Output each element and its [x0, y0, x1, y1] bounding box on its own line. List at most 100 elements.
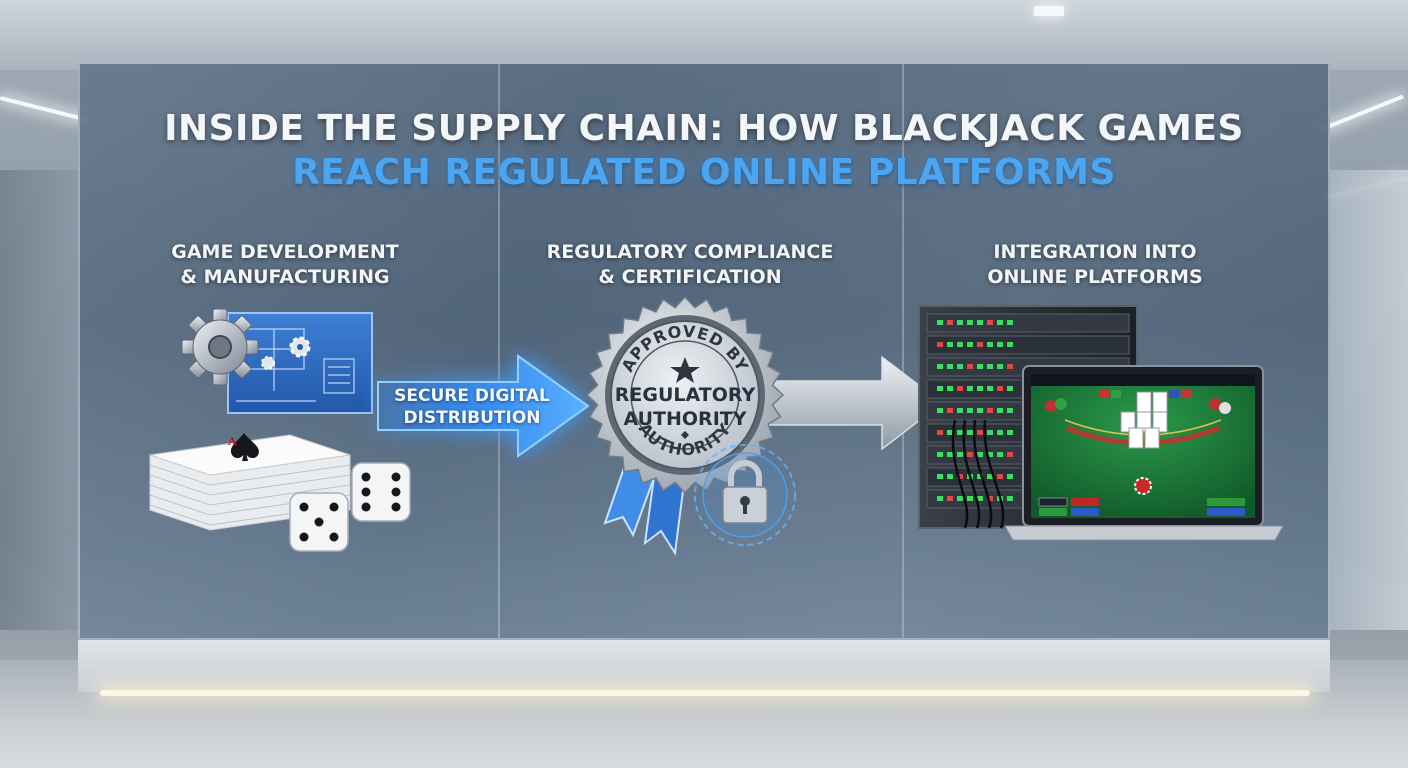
- laptop-icon: [1004, 365, 1284, 541]
- small-gear-icon-2: [261, 356, 275, 370]
- base-glow: [100, 690, 1310, 696]
- status-led: [1007, 474, 1013, 479]
- stage-compliance-line-2: & CERTIFICATION: [598, 266, 782, 288]
- status-led: [977, 452, 983, 457]
- status-led: [997, 430, 1003, 435]
- status-led: [937, 452, 943, 457]
- small-gear-icon: [289, 336, 311, 358]
- status-led: [977, 386, 983, 391]
- status-led: [957, 474, 963, 479]
- title-line-2: REACH REGULATED ONLINE PLATFORMS: [292, 152, 1116, 193]
- status-led: [1007, 364, 1013, 369]
- status-led: [997, 386, 1003, 391]
- status-led: [957, 386, 963, 391]
- status-led: [947, 408, 953, 413]
- status-led: [987, 342, 993, 347]
- status-led: [1007, 386, 1013, 391]
- status-led: [937, 474, 943, 479]
- ceiling-light: [1034, 6, 1064, 16]
- status-led: [987, 452, 993, 457]
- status-led: [997, 408, 1003, 413]
- status-led: [957, 342, 963, 347]
- server-unit: [926, 335, 1130, 355]
- status-led: [957, 452, 963, 457]
- seal-center-line-2: AUTHORITY: [623, 408, 747, 430]
- secure-distribution-line-2: DISTRIBUTION: [403, 408, 541, 428]
- status-led: [957, 430, 963, 435]
- status-led: [1007, 496, 1013, 501]
- status-led: [937, 364, 943, 369]
- status-led: [977, 364, 983, 369]
- svg-text:A: A: [227, 435, 237, 448]
- status-led: [1007, 320, 1013, 325]
- status-led: [987, 496, 993, 501]
- status-led: [937, 342, 943, 347]
- status-led: [977, 408, 983, 413]
- status-led: [957, 364, 963, 369]
- status-led: [1007, 408, 1013, 413]
- gear-icon: [181, 308, 259, 386]
- status-led: [977, 430, 983, 435]
- stage-integration-line-1: INTEGRATION INTO: [993, 241, 1197, 263]
- development-illustration: A: [149, 308, 411, 552]
- stage-compliance-label: REGULATORY COMPLIANCE & CERTIFICATION: [540, 240, 840, 290]
- status-led: [957, 496, 963, 501]
- status-led: [967, 342, 973, 347]
- status-led: [987, 430, 993, 435]
- status-led: [947, 364, 953, 369]
- case-divider-2: [902, 64, 904, 638]
- integration-arrow: [769, 355, 944, 451]
- stage-development-line-1: GAME DEVELOPMENT: [171, 241, 399, 263]
- status-led: [987, 408, 993, 413]
- status-led: [977, 342, 983, 347]
- status-led: [997, 364, 1003, 369]
- status-led: [1007, 342, 1013, 347]
- platform-illustration: [918, 305, 1284, 541]
- status-led: [987, 474, 993, 479]
- status-led: [997, 342, 1003, 347]
- status-led: [937, 408, 943, 413]
- server-unit: [926, 313, 1130, 333]
- status-led: [947, 474, 953, 479]
- status-led: [937, 386, 943, 391]
- status-led: [967, 430, 973, 435]
- status-led: [987, 364, 993, 369]
- seal-center-text: REGULATORY AUTHORITY: [590, 383, 780, 431]
- status-led: [997, 320, 1003, 325]
- status-led: [967, 496, 973, 501]
- status-led: [967, 320, 973, 325]
- dice-icon: [289, 462, 411, 552]
- status-led: [1007, 452, 1013, 457]
- secure-distribution-line-1: SECURE DIGITAL: [394, 386, 550, 406]
- status-led: [937, 320, 943, 325]
- status-led: [1007, 430, 1013, 435]
- stage-development-label: GAME DEVELOPMENT & MANUFACTURING: [150, 240, 420, 290]
- status-led: [977, 496, 983, 501]
- status-led: [967, 408, 973, 413]
- status-led: [947, 496, 953, 501]
- status-led: [937, 496, 943, 501]
- status-led: [947, 452, 953, 457]
- chip-stack-icon: [1045, 390, 1231, 495]
- status-led: [957, 320, 963, 325]
- status-led: [967, 364, 973, 369]
- status-led: [947, 430, 953, 435]
- status-led: [947, 386, 953, 391]
- status-led: [977, 320, 983, 325]
- stage-integration-line-2: ONLINE PLATFORMS: [987, 266, 1203, 288]
- blueprint-icon: [227, 312, 373, 414]
- stage-integration-label: INTEGRATION INTO ONLINE PLATFORMS: [955, 240, 1235, 290]
- secure-distribution-arrow: [377, 354, 590, 458]
- status-led: [937, 430, 943, 435]
- secure-distribution-label: SECURE DIGITAL DISTRIBUTION: [392, 385, 552, 429]
- office-wall-left: [0, 170, 80, 630]
- title-line-1: INSIDE THE SUPPLY CHAIN: HOW BLACKJACK G…: [164, 108, 1244, 149]
- status-led: [967, 452, 973, 457]
- status-led: [947, 320, 953, 325]
- status-led: [947, 342, 953, 347]
- status-led: [977, 474, 983, 479]
- status-led: [987, 320, 993, 325]
- office-wall-right: [1330, 170, 1408, 630]
- seal-center-line-1: REGULATORY: [614, 384, 756, 406]
- case-divider-1: [498, 64, 500, 638]
